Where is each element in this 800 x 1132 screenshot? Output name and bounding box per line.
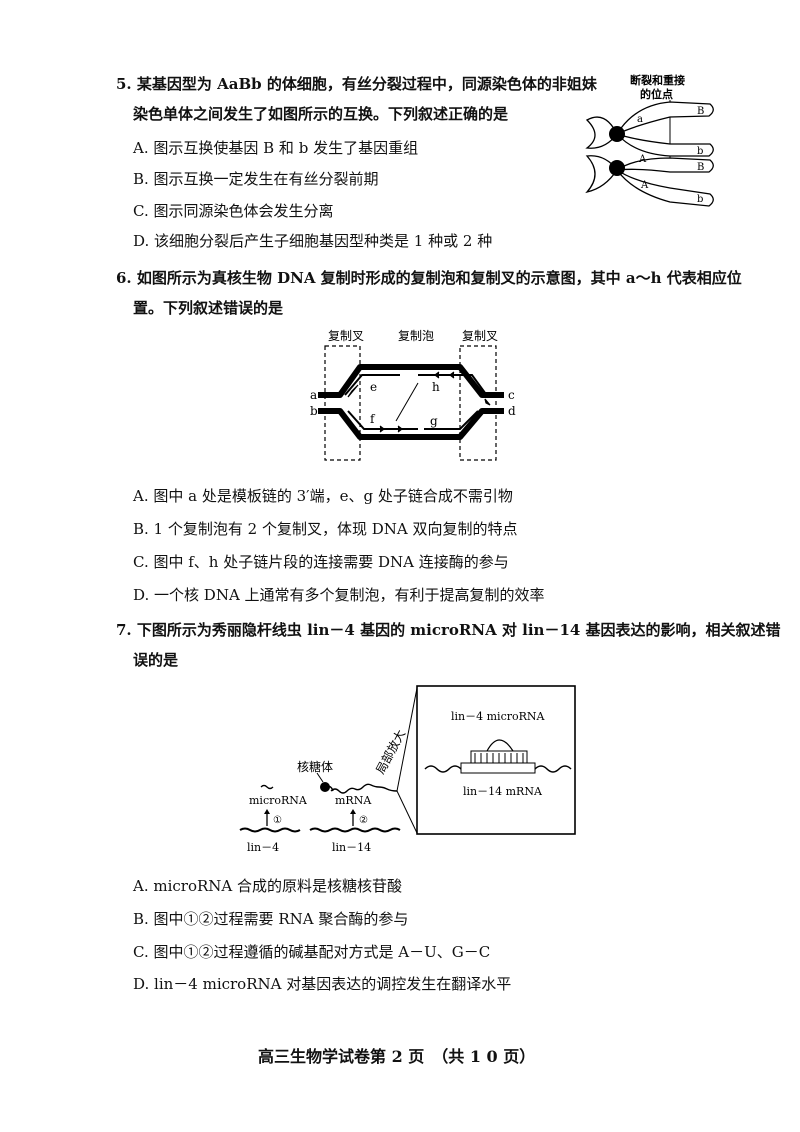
q6-parent-strands [318,364,504,440]
q7-ribosome [320,782,330,792]
q7-box-label-mrna: lin－14 mRNA [463,785,543,798]
q7-option-c: C. 图中①②过程遵循的碱基配对方式是 A－U、G－C [133,943,491,961]
q5-centromere-upper [609,126,625,142]
q6-label-bubble: 复制泡 [398,329,434,343]
q7-label-zoom: 局部放大 [372,727,408,776]
q6-option-c: C. 图中 f、h 处子链片段的连接需要 DNA 连接酶的参与 [133,553,509,571]
q7-option-b: B. 图中①②过程需要 RNA 聚合酶的参与 [133,910,409,928]
q5-option-a: A. 图示互换使基因 B 和 b 发生了基因重组 [133,139,419,157]
q5-gene-B-mid: B [697,162,704,173]
q7-zoom-box [416,685,576,835]
q7-label-lin14: lin－14 [332,841,371,854]
q6-stem-line1: 6. 如图所示为真核生物 DNA 复制时形成的复制泡和复制叉的示意图，其中 a～… [116,269,742,287]
q7-label-step2: ② [359,815,368,826]
q5-centromere-lower [609,160,625,176]
q6-letter-d: d [508,404,516,418]
q6-option-b: B. 1 个复制泡有 2 个复制叉，体现 DNA 双向复制的特点 [133,520,518,538]
q5-stem-line1: 5. 某基因型为 AaBb 的体细胞，有丝分裂过程中，同源染色体的非姐妹 [116,75,597,93]
q7-gene-lin4-dna [239,827,301,833]
q6-fork-box-right [459,345,497,461]
q7-stem-line2: 误的是 [133,651,179,669]
q5-gene-b-upper: b [697,146,703,157]
q6-label-fork-left: 复制叉 [328,329,364,343]
q7-label-lin4: lin－4 [247,841,279,854]
q6-letter-g: g [430,414,438,428]
q5-option-b: B. 图示互换一定发生在有丝分裂前期 [133,170,379,188]
q6-option-d: D. 一个核 DNA 上通常有多个复制泡，有利于提高复制的效率 [133,586,545,604]
q7-microrna-squiggle [260,784,274,790]
q6-direction-arrows [347,371,491,433]
q7-label-ribosome: 核糖体 [297,759,333,774]
q6-letter-e: e [370,380,377,394]
q7-option-a: A. microRNA 合成的原料是核糖核苷酸 [133,877,403,895]
q5-stem-line2: 染色单体之间发生了如图所示的互换。下列叙述正确的是 [133,105,509,123]
q6-letter-b: b [310,404,318,418]
q5-breakpoint-label-2: 的位点 [640,87,673,101]
q7-gene-lin14-dna [309,827,401,833]
q7-box-label-microrna: lin－4 microRNA [451,710,546,723]
q7-box-microrna-loop [486,739,514,752]
q5-gene-B-upper: B [697,106,704,117]
q6-fork-box-left [324,345,361,461]
q6-letter-a: a [310,388,317,402]
q6-replication-bubble-figure: 复制叉 复制泡 复制叉 a b c d e f g h [310,329,516,461]
q7-microrna-figure: lin－4 lin－14 ① ② microRNA mRNA 核糖体 局部放大 … [239,685,576,854]
q5-option-d: D. 该细胞分裂后产生子细胞基因型种类是 1 种或 2 种 [133,232,493,250]
q7-option-d: D. lin－4 microRNA 对基因表达的调控发生在翻译水平 [133,975,512,993]
q6-daughter-strands [344,374,489,430]
q5-lower-chromosome [585,155,714,207]
q7-label-mrna: mRNA [335,794,372,807]
q7-box-paired-region [460,762,536,774]
q6-bubble-pointer [395,382,419,422]
q5-gene-a: a [637,114,643,125]
page-footer: 高三生物学试卷第 2 页 （共 1 0 页） [258,1047,536,1066]
q5-upper-chromosome [585,101,714,157]
q5-option-c: C. 图示同源染色体会发生分离 [133,202,334,220]
q6-label-fork-right: 复制叉 [462,329,498,343]
q5-gene-A-mid: A [638,154,647,165]
q6-letter-f: f [370,412,376,426]
q5-breakpoint-label-1: 断裂和重接 [630,73,685,87]
q7-box-microrna-strand [470,750,528,763]
q5-chromosome-figure: 断裂和重接 的位点 a B b A B A b [585,73,714,207]
q6-option-a: A. 图中 a 处是模板链的 3′端，e、g 处子链合成不需引物 [133,487,513,505]
q5-gene-b-low: b [697,194,703,205]
q7-label-step1: ① [273,815,282,826]
q6-letter-h: h [432,380,440,394]
q7-label-microrna: microRNA [249,794,308,807]
q7-box-mrna-right [534,765,572,773]
q6-letter-c: c [508,388,515,402]
q7-box-mrna-left [424,765,462,773]
q5-gene-A-low: A [640,180,649,191]
q7-mrna-strand [330,783,398,794]
q7-stem-line1: 7. 下图所示为秀丽隐杆线虫 lin－4 基因的 microRNA 对 lin－… [116,621,781,639]
q6-stem-line2: 置。下列叙述错误的是 [133,299,284,317]
